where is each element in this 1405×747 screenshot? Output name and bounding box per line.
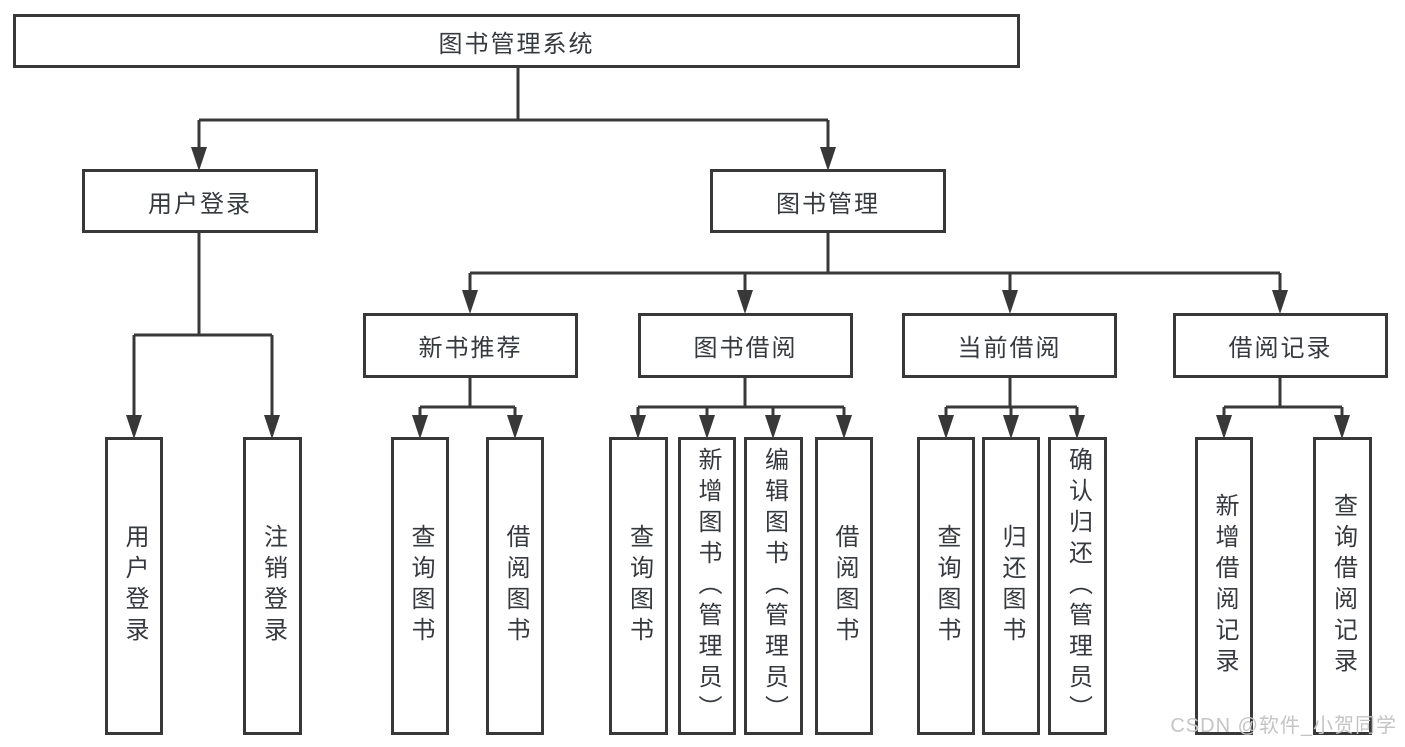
node-label: 图书借阅 — [693, 335, 798, 362]
node-label: 用户登录 — [148, 190, 252, 218]
node-label: 查询图书 — [933, 524, 960, 648]
node-label: 新书推荐 — [418, 335, 523, 362]
node-label: 当前借阅 — [957, 335, 1062, 362]
node-leaf-user-login: 用户登录 — [105, 437, 163, 735]
node-leaf-edit-books-admin: 编辑图书（管理员） — [744, 437, 803, 735]
node-leaf-query-books-borrowing: 查询图书 — [609, 437, 668, 735]
node-label: 编辑图书（管理员） — [760, 446, 788, 726]
node-leaf-return-books: 归还图书 — [982, 437, 1040, 735]
node-label: 借阅记录 — [1228, 335, 1333, 362]
node-current-borrowing: 当前借阅 — [902, 313, 1117, 378]
node-leaf-add-books-admin: 新增图书（管理员） — [678, 437, 736, 735]
node-leaf-add-borrow-record: 新增借阅记录 — [1195, 437, 1253, 735]
node-label: 新增借阅记录 — [1211, 493, 1238, 679]
csdn-watermark: CSDN @软件_小贺同学 — [1170, 715, 1397, 737]
node-leaf-query-books-recommend: 查询图书 — [391, 437, 449, 735]
node-book-management-branch: 图书管理 — [710, 169, 946, 233]
node-leaf-logout: 注销登录 — [243, 437, 302, 735]
node-user-login-branch: 用户登录 — [82, 169, 318, 233]
node-leaf-query-borrow-record: 查询借阅记录 — [1313, 437, 1372, 735]
node-label: 用户登录 — [121, 524, 148, 648]
node-label: 归还图书 — [998, 524, 1025, 648]
node-borrowing-records: 借阅记录 — [1173, 313, 1388, 378]
node-label: 图书管理系统 — [438, 30, 595, 58]
node-leaf-borrow-books-recommend: 借阅图书 — [486, 437, 544, 735]
node-new-book-recommend: 新书推荐 — [363, 313, 578, 378]
node-leaf-query-books-current: 查询图书 — [917, 437, 975, 735]
node-leaf-borrow-books: 借阅图书 — [815, 437, 873, 735]
node-label: 新增图书（管理员） — [694, 446, 721, 726]
node-label: 图书管理 — [776, 190, 880, 218]
node-root-library-system: 图书管理系统 — [13, 14, 1020, 68]
node-label: 查询图书 — [625, 524, 653, 648]
node-label: 注销登录 — [259, 524, 287, 648]
node-label: 查询图书 — [407, 524, 434, 648]
node-label: 查询借阅记录 — [1329, 493, 1357, 679]
node-label: 借阅图书 — [502, 524, 529, 648]
node-book-borrowing: 图书借阅 — [638, 313, 853, 378]
node-label: 借阅图书 — [831, 524, 858, 648]
node-label: 确认归还（管理员） — [1064, 446, 1092, 726]
node-leaf-confirm-return-admin: 确认归还（管理员） — [1048, 437, 1107, 735]
